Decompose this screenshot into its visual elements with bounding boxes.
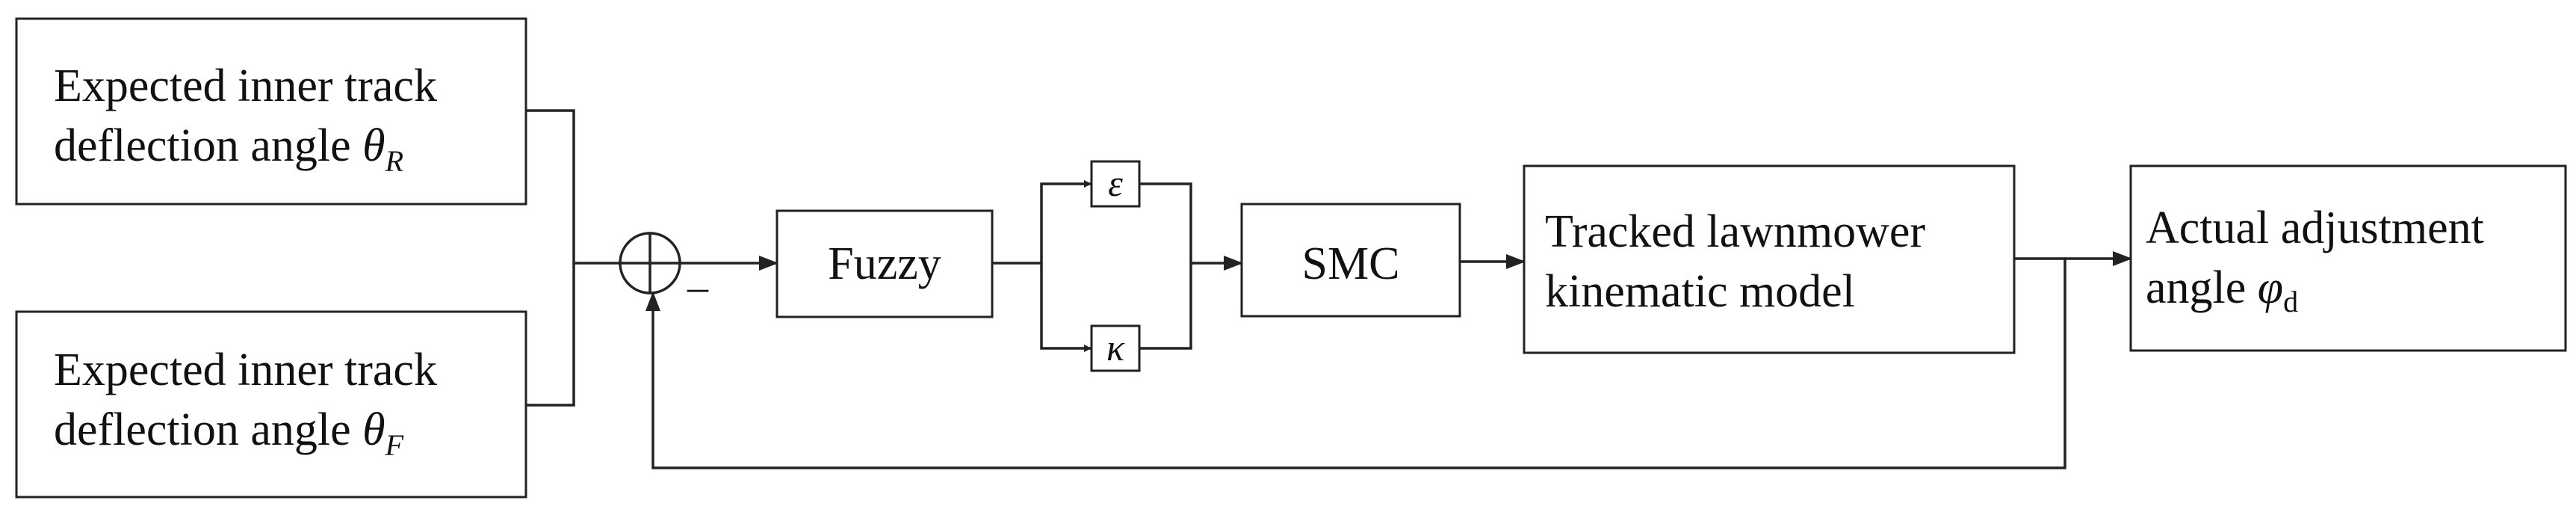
output-line1: Actual adjustment [2146,203,2484,253]
fuzzy-block: Fuzzy [775,209,994,318]
summing-junction: – [619,232,709,310]
input-r-line1: Expected inner track [54,61,437,111]
output-line2: angle [2146,262,2258,313]
input-f-connector [526,263,575,407]
model-line1: Tracked lawnmower [1545,206,1925,257]
kappa-to-merge [1139,263,1192,350]
svg-text:deflection angle θR: deflection angle θR [54,120,403,178]
epsilon-block: ε [1090,160,1141,208]
output-block-phi-d: Actual adjustment angle φd [2129,164,2567,352]
input-block-theta-f: Expected inner track deflection angle θF [15,310,527,499]
input-f-line1: Expected inner track [54,345,437,395]
output-symbol: φ [2258,262,2283,313]
kinematic-model-block: Tracked lawnmower kinematic model [1523,164,2016,354]
split-to-kappa [1040,263,1092,352]
epsilon-label: ε [1108,162,1123,204]
kappa-label: κ [1106,327,1125,368]
input-block-theta-r: Expected inner track deflection angle θR [15,17,527,206]
output-subscript: d [2283,285,2298,318]
input-r-line2: deflection angle [54,120,362,171]
svg-text:deflection angle θF: deflection angle θF [54,404,404,462]
fuzzy-label: Fuzzy [828,238,941,289]
input-f-line2: deflection angle [54,404,362,455]
input-f-subscript: F [385,428,404,462]
split-to-epsilon [1040,180,1092,263]
input-r-symbol: θ [362,120,385,171]
svg-text:angle φd: angle φd [2146,262,2298,318]
feedback-loop-arrow [645,259,2066,469]
feedback-minus-sign: – [687,264,709,310]
smc-block: SMC [1240,203,1461,318]
input-f-symbol: θ [362,404,385,455]
input-r-connector [526,109,620,265]
input-r-subscript: R [385,144,403,178]
kappa-block: κ [1090,324,1141,372]
smc-label: SMC [1302,238,1400,289]
model-line2: kinematic model [1545,266,1855,317]
epsilon-to-merge [1139,182,1192,263]
